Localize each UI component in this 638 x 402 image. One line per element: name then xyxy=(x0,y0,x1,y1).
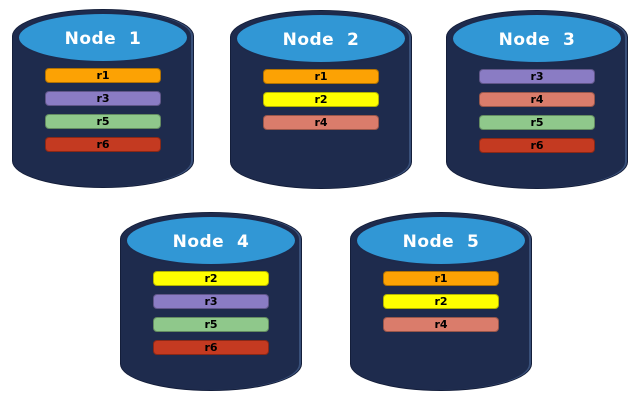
node-cap-ellipse: Node 3 xyxy=(451,13,623,64)
node-cap-ellipse: Node 4 xyxy=(125,215,297,266)
database-node-4: Node 4 r2 r3 r5 r6 xyxy=(120,212,302,391)
replica-label: r6 xyxy=(96,138,110,151)
replica-label: r3 xyxy=(96,92,110,105)
replica-bar-r6: r6 xyxy=(153,340,269,355)
replica-label: r1 xyxy=(314,70,328,83)
replica-bar-r5: r5 xyxy=(479,115,595,130)
node-title: Node 3 xyxy=(498,29,576,50)
node-cap-ellipse: Node 2 xyxy=(235,13,407,64)
replica-bar-r3: r3 xyxy=(45,91,161,106)
node-cap-ellipse: Node 1 xyxy=(17,12,189,63)
replica-label: r4 xyxy=(314,116,328,129)
replica-list: r1 r2 r4 xyxy=(351,271,531,340)
database-node-1: Node 1 r1 r3 r5 r6 xyxy=(12,9,194,188)
replica-bar-r4: r4 xyxy=(479,92,595,107)
replica-bar-r1: r1 xyxy=(383,271,499,286)
database-node-5: Node 5 r1 r2 r4 xyxy=(350,212,532,391)
replica-bar-r4: r4 xyxy=(263,115,379,130)
replica-bar-r5: r5 xyxy=(153,317,269,332)
database-node-3: Node 3 r3 r4 r5 r6 xyxy=(446,10,628,189)
node-title: Node 2 xyxy=(282,29,360,50)
replica-list: r1 r2 r4 xyxy=(231,69,411,138)
replica-list: r1 r3 r5 r6 xyxy=(13,68,193,160)
replica-bar-r3: r3 xyxy=(479,69,595,84)
replica-label: r4 xyxy=(530,93,544,106)
replica-label: r3 xyxy=(204,295,218,308)
replica-bar-r2: r2 xyxy=(263,92,379,107)
replica-label: r4 xyxy=(434,318,448,331)
replica-label: r5 xyxy=(96,115,110,128)
replica-bar-r4: r4 xyxy=(383,317,499,332)
node-title: Node 4 xyxy=(172,231,250,252)
node-title: Node 1 xyxy=(64,28,142,49)
node-cap-ellipse: Node 5 xyxy=(355,215,527,266)
replica-bar-r5: r5 xyxy=(45,114,161,129)
replica-list: r3 r4 r5 r6 xyxy=(447,69,627,161)
replica-label: r1 xyxy=(96,69,110,82)
replica-list: r2 r3 r5 r6 xyxy=(121,271,301,363)
replica-bar-r1: r1 xyxy=(45,68,161,83)
replica-label: r5 xyxy=(530,116,544,129)
database-node-2: Node 2 r1 r2 r4 xyxy=(230,10,412,189)
replica-label: r3 xyxy=(530,70,544,83)
node-title: Node 5 xyxy=(402,231,480,252)
replica-bar-r6: r6 xyxy=(45,137,161,152)
replica-label: r5 xyxy=(204,318,218,331)
replica-label: r6 xyxy=(530,139,544,152)
replica-label: r2 xyxy=(204,272,218,285)
replica-bar-r2: r2 xyxy=(383,294,499,309)
replica-label: r6 xyxy=(204,341,218,354)
replica-bar-r3: r3 xyxy=(153,294,269,309)
replica-bar-r1: r1 xyxy=(263,69,379,84)
replica-label: r1 xyxy=(434,272,448,285)
replica-bar-r2: r2 xyxy=(153,271,269,286)
replica-bar-r6: r6 xyxy=(479,138,595,153)
replica-label: r2 xyxy=(314,93,328,106)
replica-label: r2 xyxy=(434,295,448,308)
